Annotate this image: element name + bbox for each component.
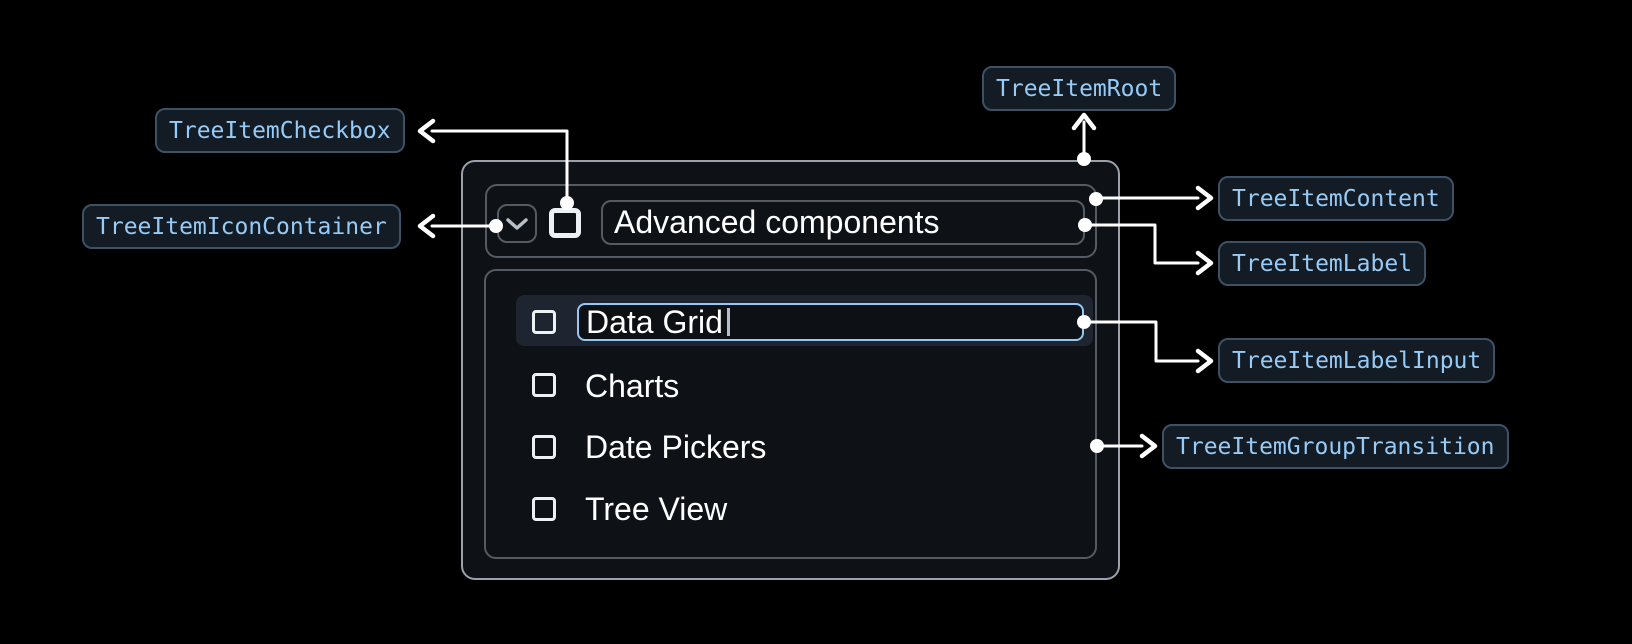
tree-item-label-text[interactable]: Charts [585, 368, 680, 404]
tree-item-content-row[interactable] [485, 184, 1097, 258]
annotation-tree-item-content: TreeItemContent [1218, 176, 1454, 221]
annotation-tree-item-label-input: TreeItemLabelInput [1218, 338, 1496, 383]
tree-item-group-transition-box [484, 269, 1097, 559]
arrow-right-icon [1195, 185, 1214, 211]
tree-item-label-text: Advanced components [614, 204, 940, 240]
tree-item-label-text[interactable]: Date Pickers [585, 429, 767, 465]
tree-item-label-box: Advanced components [601, 200, 1085, 245]
tree-item-checkbox[interactable] [532, 310, 556, 334]
tree-item-label-input[interactable]: Data Grid [577, 303, 1084, 341]
annotation-tree-item-icon-container: TreeItemIconContainer [82, 204, 401, 249]
annotation-tree-item-checkbox: TreeItemCheckbox [155, 108, 405, 153]
text-cursor [726, 308, 730, 336]
tree-item-checkbox[interactable] [549, 208, 581, 238]
arrow-right-icon [1139, 433, 1158, 459]
arrow-left-icon [417, 213, 436, 239]
connector-tree-item-root [1071, 112, 1097, 166]
tree-item-icon-container-box[interactable] [497, 204, 537, 243]
arrow-left-icon [417, 118, 436, 144]
tree-item-checkbox[interactable] [532, 435, 556, 459]
tree-item-label-text[interactable]: Tree View [585, 491, 728, 527]
arrow-right-icon [1195, 348, 1214, 374]
annotation-tree-item-group-transition: TreeItemGroupTransition [1162, 424, 1509, 469]
annotation-tree-item-root: TreeItemRoot [982, 66, 1177, 111]
annotation-tree-item-label: TreeItemLabel [1218, 241, 1427, 286]
chevron-down-icon [506, 218, 528, 230]
tree-item-root-box [461, 160, 1120, 580]
tree-item-checkbox[interactable] [532, 497, 556, 521]
arrow-up-icon [1071, 112, 1097, 131]
arrow-right-icon [1195, 250, 1214, 276]
label-input-value: Data Grid [586, 303, 723, 340]
tree-item-checkbox[interactable] [532, 373, 556, 397]
